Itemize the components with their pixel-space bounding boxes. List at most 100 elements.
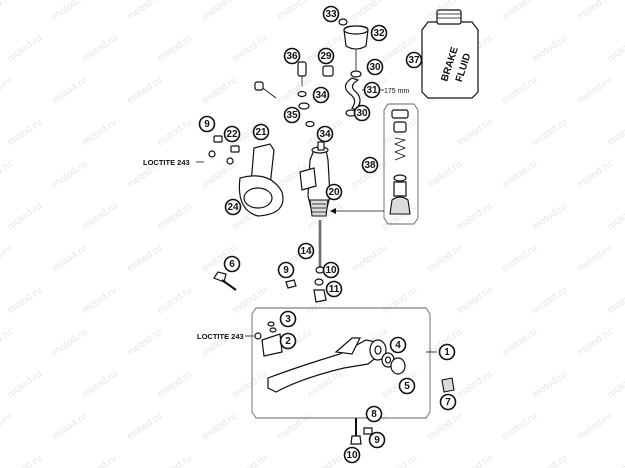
watermark-text: motod.ru [0,327,14,359]
callout-9: 9 [198,115,216,133]
watermark-text: motod.ru [575,0,614,22]
callout-21: 21 [252,123,270,141]
watermark-text: motod.ru [530,453,569,468]
callout-number: 7 [445,397,451,408]
watermark-text: motod.ru [425,159,464,191]
watermark-text: motod.ru [425,243,464,275]
callout-24: 24 [224,198,242,216]
callout-37: 37 [405,51,423,69]
watermark-text: motod.ru [125,327,164,359]
callout-number: 9 [204,119,210,130]
watermark-text: motod.ru [200,0,239,22]
watermark-text: motod.ru [200,75,239,107]
callout-number: 30 [369,62,381,73]
callout-number: 6 [229,259,235,270]
watermark-text: motod.ru [155,453,194,468]
fitting-column [254,61,334,128]
watermark-text: motod.ru [605,285,625,317]
callout-5: 5 [398,377,416,395]
callout-6: 6 [223,255,241,273]
watermark-text: motod.ru [155,285,194,317]
watermark-text: motod.ru [605,33,625,65]
watermark-text: motod.ru [605,453,625,468]
watermark-text: motod.ru [5,201,44,233]
callout-34: 34 [316,125,334,143]
watermark-text: motod.ru [5,369,44,401]
watermark-text: motod.ru [125,0,164,22]
watermark-text: motod.ru [605,201,625,233]
callout-14: 14 [297,242,315,260]
watermark-text: motod.ru [230,33,269,65]
watermark-text: motod.ru [50,411,89,443]
watermark-text: motod.ru [350,0,389,22]
watermark-text: motod.ru [50,75,89,107]
watermark-text: motod.ru [530,201,569,233]
watermark-text: motod.ru [230,453,269,468]
callout-30: 30 [353,104,371,122]
watermark-text: motod.ru [0,411,14,443]
loctite-label-top: LOCTITE 243 [143,158,190,167]
callout-31: 31 [363,81,381,99]
callout-34: 34 [312,86,330,104]
watermark-text: motod.ru [500,0,539,22]
callout-number: 32 [373,28,385,39]
watermark-text: motod.ru [455,285,494,317]
callout-number: 30 [356,108,368,119]
watermark-text: motod.ru [605,369,625,401]
callout-number: 9 [374,435,380,446]
watermark-text: motod.ru [0,243,14,275]
watermark-text: motod.ru [500,327,539,359]
callout-4: 4 [389,336,407,354]
watermark-text: motod.ru [500,243,539,275]
reservoir-assembly: 175 mm [338,18,409,117]
watermark-text: motod.ru [305,453,344,468]
callout-10: 10 [343,446,361,464]
watermark-text: motod.ru [500,159,539,191]
watermark-text: motod.ru [50,243,89,275]
watermark-text: motod.ru [125,411,164,443]
callout-number: 24 [227,202,239,213]
watermark-text: motod.ru [575,243,614,275]
watermark-text: motod.ru [5,453,44,468]
push-rod [313,220,327,303]
watermark-text: motod.ru [155,201,194,233]
callout-3: 3 [279,310,297,328]
watermark-text: motod.ru [0,159,14,191]
callout-1: 1 [438,343,456,361]
watermark-text: motod.ru [125,243,164,275]
watermark-text: motod.ru [80,33,119,65]
callout-number: 35 [286,110,298,121]
callout-number: 10 [325,265,337,276]
brake-fluid-bottle: BRAKE FLUID [421,9,479,99]
watermark-text: motod.ru [380,453,419,468]
callout-30: 30 [366,58,384,76]
watermark-text: motod.ru [80,453,119,468]
pedal-assembly [251,307,455,419]
watermark-text: motod.ru [80,201,119,233]
callout-32: 32 [370,24,388,42]
watermark-text: motod.ru [50,159,89,191]
callout-20: 20 [325,183,343,201]
watermark-text: motod.ru [500,411,539,443]
watermark-text: motod.ru [455,201,494,233]
callout-9: 9 [277,261,295,279]
watermark-text: motod.ru [455,117,494,149]
master-cylinder [299,141,331,217]
callout-7: 7 [439,393,457,411]
watermark-text: motod.ru [5,285,44,317]
callout-number: 34 [315,90,327,101]
callout-number: 3 [285,314,291,325]
watermark-text: motod.ru [200,411,239,443]
callout-number: 38 [364,160,376,171]
watermark-text: motod.ru [275,0,314,22]
hose-length-label: 175 mm [384,88,409,95]
watermark-text: motod.ru [605,117,625,149]
callout-22: 22 [223,125,241,143]
callout-11: 11 [325,280,343,298]
watermark-text: motod.ru [0,75,14,107]
guard-bracket: LOCTITE 243 [143,135,284,217]
watermark-text: motod.ru [575,411,614,443]
callout-number: 29 [320,51,332,62]
callout-number: 31 [366,85,378,96]
